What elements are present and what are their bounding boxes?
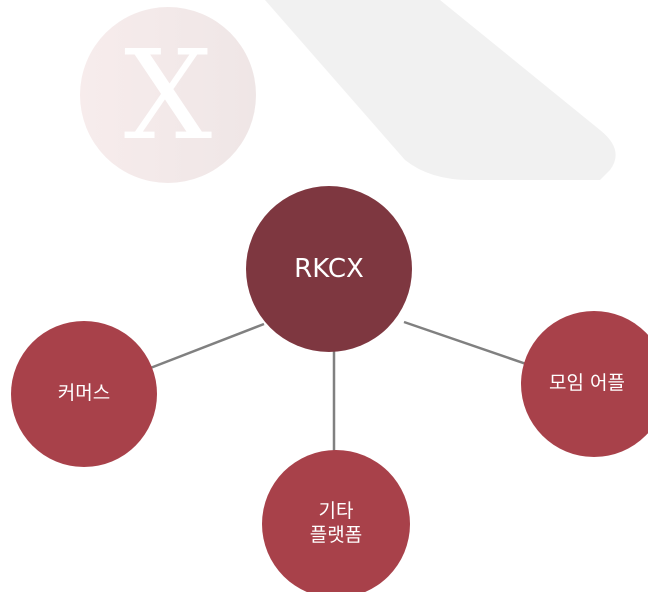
watermark-circle [80, 7, 256, 183]
node-meetup-app-label: 모임 어플 [549, 372, 625, 395]
node-other-platform-label: 기타 플랫폼 [309, 500, 363, 546]
watermark-letter: X [124, 24, 212, 168]
node-commerce-label: 커머스 [57, 382, 111, 405]
node-meetup-app: 모임 어플 [521, 311, 648, 457]
node-rkcx-label: RKCX [294, 253, 364, 284]
node-commerce: 커머스 [11, 321, 157, 467]
watermark-band [265, 0, 616, 180]
node-rkcx: RKCX [246, 186, 412, 352]
connector-center-left [139, 322, 265, 374]
connector-center-right [403, 320, 533, 368]
node-other-platform: 기타 플랫폼 [262, 450, 410, 592]
